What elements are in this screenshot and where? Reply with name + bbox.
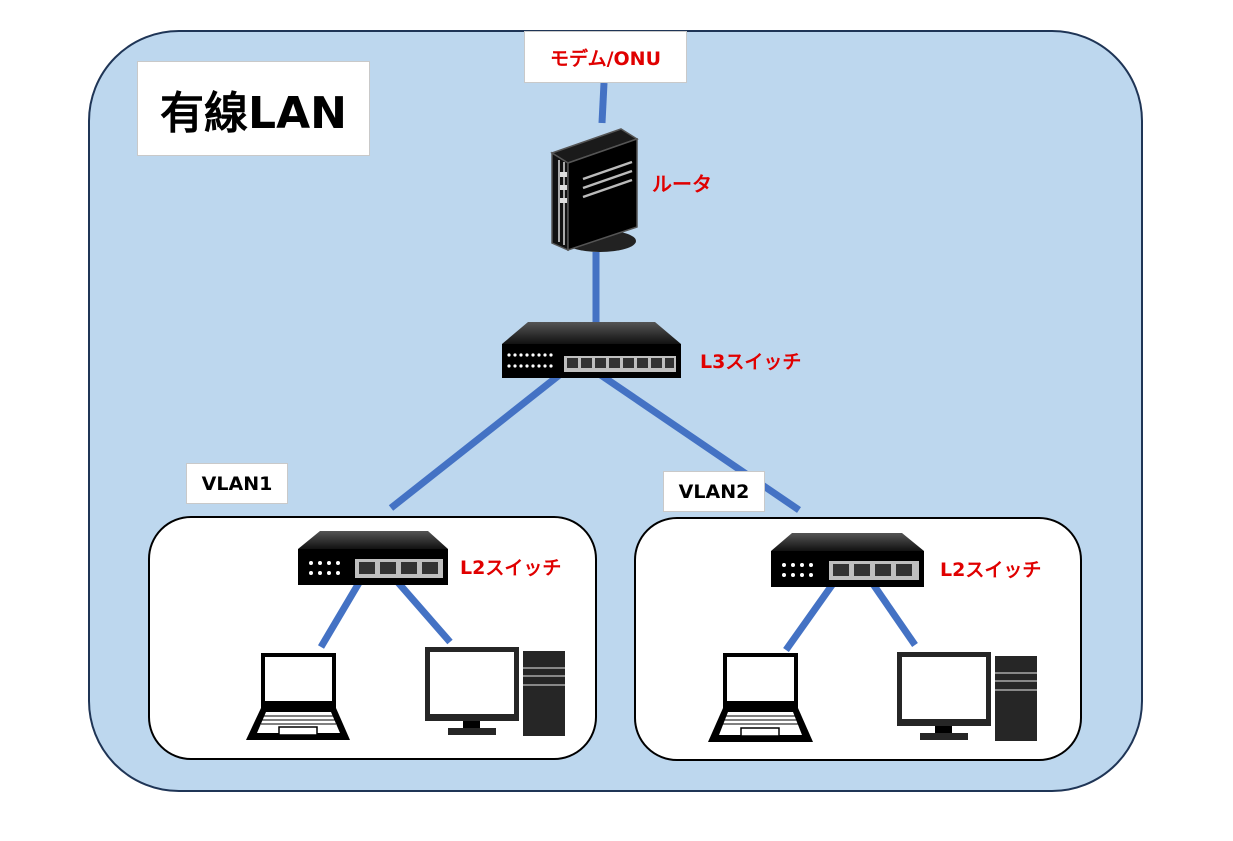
vlan1-l2-switch-label: L2スイッチ — [460, 557, 562, 579]
page-title: 有線LAN — [160, 87, 347, 139]
link-modem-router — [598, 82, 608, 124]
vlan2-label-box: VLAN2 — [663, 471, 765, 512]
vlan2-desktop-pc-icon — [897, 652, 1037, 741]
link-l3switch-vlan1 — [388, 362, 575, 511]
vlan1-label-box: VLAN1 — [186, 463, 288, 504]
vlan2-l2-switch-label: L2スイッチ — [940, 559, 1042, 581]
vlan2-label: VLAN2 — [678, 480, 750, 503]
vlan1-desktop-pc-icon — [425, 647, 565, 736]
vlan2-laptop-icon — [708, 653, 813, 742]
title-box: 有線LAN — [137, 61, 370, 156]
l3-switch-label: L3スイッチ — [700, 351, 802, 373]
vlan1-label: VLAN1 — [201, 472, 273, 495]
router-label: ルータ — [652, 172, 712, 196]
l3-switch-icon — [502, 322, 681, 378]
vlan2-l2-switch-icon — [771, 533, 924, 587]
modem-label: モデム/ONU — [549, 47, 662, 70]
router-icon — [550, 128, 639, 252]
modem-node: モデム/ONU — [524, 31, 687, 83]
vlan1-laptop-icon — [246, 653, 350, 740]
vlan1-l2-switch-icon — [298, 531, 448, 585]
